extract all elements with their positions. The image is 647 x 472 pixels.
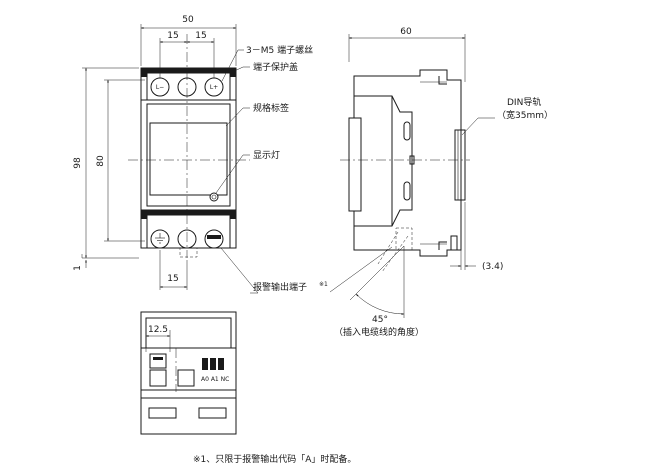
indicator-lamp — [209, 192, 219, 202]
dim-width-50: 50 — [182, 15, 194, 25]
rail-clip — [450, 235, 458, 251]
angle-note: （插入电缆线的角度） — [334, 326, 424, 338]
callout-alarm-mark: ※1 — [319, 281, 328, 288]
callout-screw: 3－M5 端子螺丝 — [246, 44, 313, 56]
terminal-label-l-plus: L+ — [210, 84, 218, 91]
front-view: L− L+ — [128, 34, 250, 258]
dim-terminal-width: 12.5 — [148, 325, 168, 335]
bottom-terminal-left-mark — [153, 357, 163, 360]
alarm-leader-to-side — [329, 246, 393, 293]
callout-cover: 端子保护盖 — [253, 61, 298, 73]
terminal-label-l-minus: L− — [156, 84, 164, 91]
callout-din-rail: DIN导轨 — [507, 96, 541, 108]
bottom-outline — [140, 311, 237, 435]
spec-label-window — [149, 122, 228, 196]
ground-icon — [155, 233, 165, 244]
angle-value: 45° — [372, 315, 388, 325]
bottom-view: 12.5 A0 A1 NC — [140, 311, 237, 435]
bottom-terminal-left — [149, 353, 167, 369]
alarm-terminal-labels: A0 A1 NC — [201, 376, 229, 383]
side-view: 60 (3.4) DIN导轨 （宽35mm） — [334, 27, 553, 338]
dim-rail-offset: (3.4) — [482, 262, 503, 272]
footnote: ※1、只限于报警输出代码「A」时配备。 — [193, 453, 356, 465]
dim-depth-60: 60 — [400, 27, 412, 37]
alarm-terminal-a1 — [210, 358, 216, 370]
dim-pitch-left: 15 — [167, 31, 178, 41]
side-slot-top — [403, 121, 411, 141]
side-inner-contour — [354, 95, 413, 227]
side-slot-bottom — [403, 181, 411, 201]
alarm-terminal-a0 — [202, 358, 208, 370]
angle-arc — [355, 293, 405, 315]
callout-din-rail-width: （宽35mm） — [497, 109, 553, 121]
device-body — [140, 99, 237, 211]
bottom-terminal-mid-lower — [177, 369, 195, 387]
side-top-notch — [438, 76, 447, 85]
rail-foot — [179, 247, 198, 258]
callout-label: 规格标签 — [253, 102, 289, 114]
callout-lamp: 显示灯 — [253, 150, 280, 161]
bottom-foot-right — [198, 407, 227, 419]
callouts: 3－M5 端子螺丝 端子保护盖 规格标签 显示灯 报警输出端子 ※1 — [215, 44, 393, 294]
side-bottom-notch — [438, 241, 447, 250]
indicator-lamp-inner — [211, 194, 217, 200]
body-recess — [146, 103, 231, 207]
alarm-screw-slot — [207, 235, 221, 239]
side-body — [353, 69, 466, 257]
angle-slant-line — [349, 245, 405, 301]
dim-offset-1: 1 — [73, 265, 83, 271]
dim-pitch-right: 15 — [195, 31, 206, 41]
bottom-foot-left — [148, 407, 177, 419]
alarm-terminal-nc — [218, 358, 224, 370]
dim-height-98: 98 — [73, 157, 83, 169]
screw-ground — [150, 229, 170, 249]
callout-alarm: 报警输出端子 — [253, 281, 307, 293]
dim-height-80: 80 — [96, 155, 106, 167]
bottom-terminal-left-lower — [149, 369, 167, 387]
side-front-face — [348, 117, 362, 212]
dim-bottom-pitch: 15 — [167, 274, 178, 284]
front-dimensions: 50 15 15 98 80 1 15 — [73, 15, 237, 290]
